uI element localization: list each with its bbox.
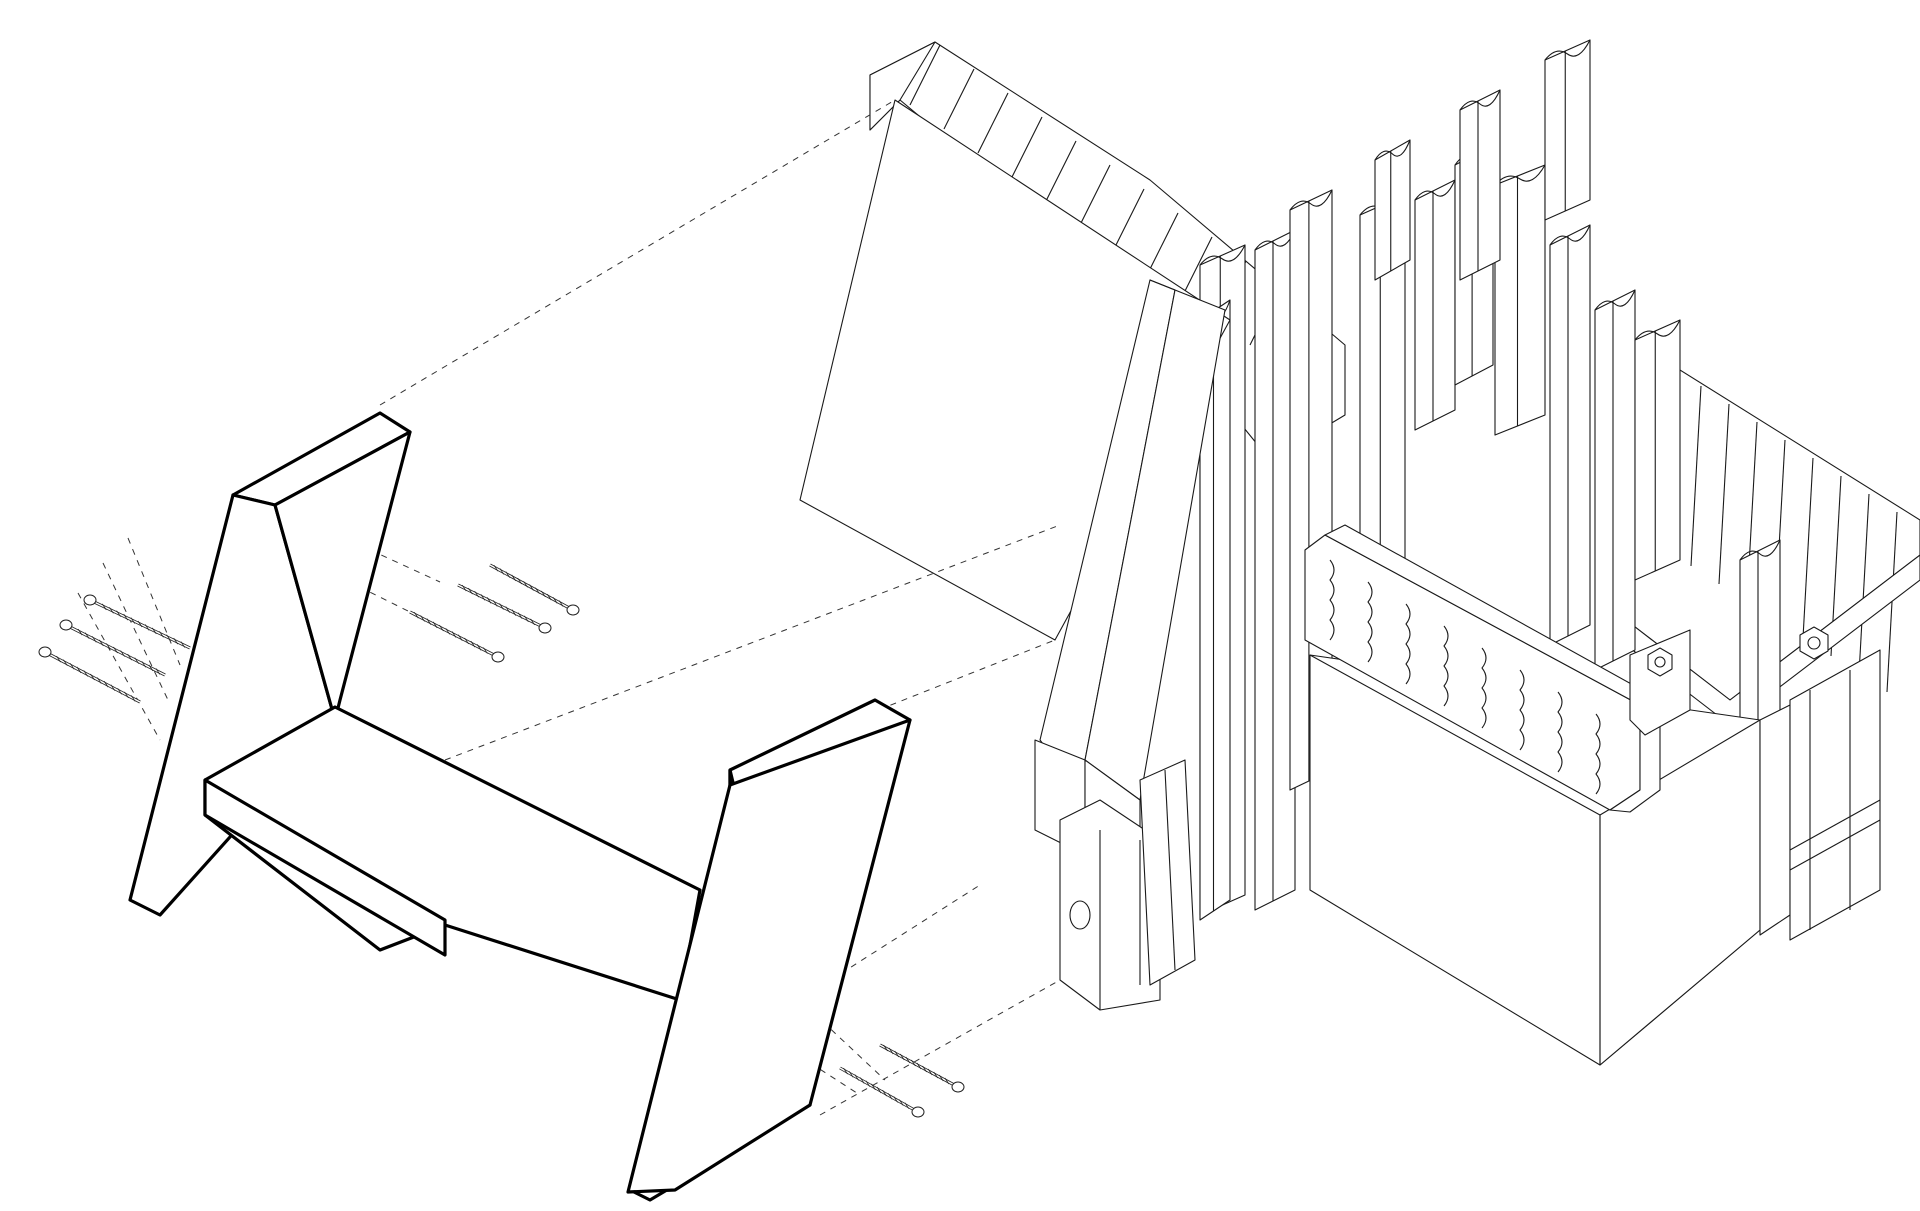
screw-icon	[489, 563, 580, 616]
vertical-posts	[1199, 39, 1781, 921]
log-post	[1254, 229, 1296, 911]
screw-icon	[59, 619, 166, 677]
hex-bolt-icon	[1799, 626, 1829, 660]
bolt-plate	[1629, 629, 1691, 736]
log-post	[1374, 139, 1411, 281]
screw-icon	[879, 1043, 965, 1093]
log-post	[1544, 39, 1591, 221]
hex-bolt-icon	[1647, 647, 1673, 677]
log-post	[1459, 89, 1501, 281]
screw-icon	[839, 1066, 925, 1118]
lower-block	[1309, 649, 1881, 1066]
log-post	[1414, 179, 1456, 431]
log-post	[1549, 224, 1591, 646]
log-post	[1199, 299, 1231, 921]
log-post	[1494, 164, 1546, 436]
screw-icon	[83, 594, 191, 650]
stacked-log-wall	[799, 39, 1920, 1066]
log-post	[1634, 319, 1681, 581]
screw-icon	[38, 646, 141, 704]
projection-lines	[77, 99, 1061, 1116]
shelf-bracket	[128, 411, 912, 1202]
screw-icon	[457, 583, 552, 634]
front-post	[1059, 759, 1196, 1011]
screw-icon	[409, 610, 505, 663]
log-post	[1594, 289, 1636, 671]
